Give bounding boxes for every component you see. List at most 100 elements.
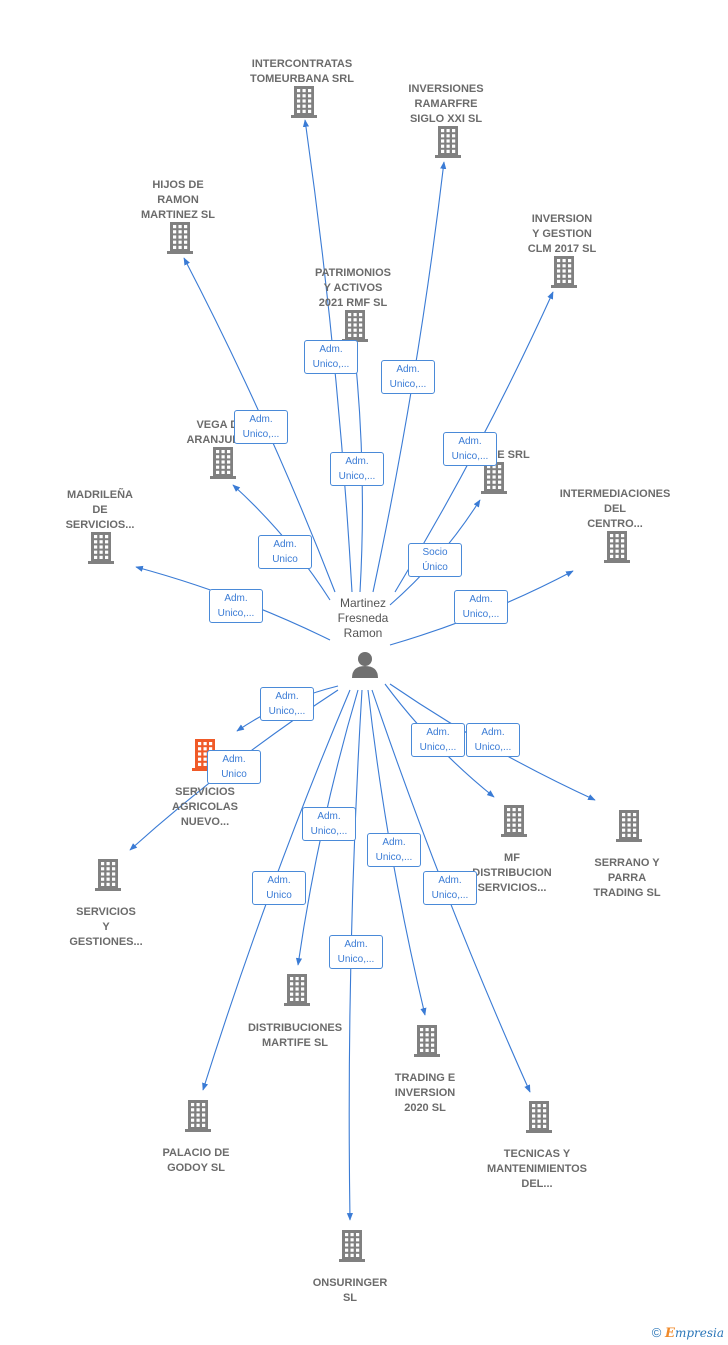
company-name-line: NUEVO... — [180, 816, 230, 828]
relation-text-line: Unico,... — [431, 890, 469, 901]
relation-text-line: Unico,... — [474, 742, 512, 753]
building-icon — [616, 810, 642, 842]
relation-text-line: Adm. — [344, 939, 368, 950]
building-icon — [501, 805, 527, 837]
relation-label-intermediaciones[interactable]: Adm.Unico,... — [454, 590, 508, 624]
relation-label-servicios-gestiones[interactable]: Adm.Unico — [207, 750, 261, 784]
company-name-line: MF — [504, 852, 520, 864]
company-name-line: RAMARFRE — [414, 98, 478, 110]
relation-text-line: Unico,... — [462, 609, 500, 620]
relation-text-line: Adm. — [396, 364, 420, 375]
building-icon — [95, 859, 121, 891]
company-name-line: Y ACTIVOS — [323, 282, 383, 294]
company-name-line: SERVICIOS — [175, 786, 235, 798]
relation-label-tecnicas-mantenimientos[interactable]: Adm. Unico,... — [423, 871, 477, 905]
company-name-line: INVERSION — [394, 1087, 456, 1099]
company-name-line: VEGA DE — [196, 419, 246, 431]
building-icon — [210, 447, 236, 479]
relation-text-line: Unico,... — [338, 471, 376, 482]
relation-text-line: Adm. — [426, 727, 450, 738]
company-name-line: INTERCONTRATAS — [251, 58, 353, 70]
relation-text-line: Adm. — [458, 436, 482, 447]
relation-text-line: Adm. — [481, 727, 505, 738]
company-name-line: GODOY SL — [167, 1162, 225, 1174]
brand-logo-e: E — [665, 1326, 675, 1341]
relation-label-onsuringer[interactable]: Adm. Unico,... — [329, 935, 383, 969]
relation-label-intercontratas[interactable]: Adm. Unico,... — [304, 340, 358, 374]
relation-text-line: Adm. — [438, 875, 462, 886]
building-icon — [291, 86, 317, 118]
company-name-line: MARTIFE SL — [262, 1037, 328, 1049]
building-icon — [185, 1100, 211, 1132]
company-name-line: MADRILEÑA — [67, 489, 133, 501]
relation-label-trading-inversion[interactable]: Adm. Unico,... — [367, 833, 421, 867]
building-icon — [167, 222, 193, 254]
relation-text-line: Adm. — [224, 593, 248, 604]
company-name-line: INVERSIONES — [408, 83, 484, 95]
relation-label-vega-aranjuez[interactable]: Adm.Unico — [258, 535, 312, 569]
relation-text-line: Adm. — [382, 837, 406, 848]
relation-text-line: Único — [422, 562, 448, 573]
company-name-line: RAMON — [157, 194, 199, 206]
company-name-line: CLM 2017 SL — [527, 243, 597, 255]
relation-label-palacio-godoy[interactable]: Adm.Unico — [252, 871, 306, 905]
company-name-line: DEL — [604, 503, 626, 515]
relation-label-inversiones-ramarfre[interactable]: Adm.Unico,... — [381, 360, 435, 394]
company-label-distribuciones-martife[interactable]: DISTRIBUCIONES MARTIFE SL — [225, 1021, 365, 1051]
company-name-line: SERVICIOS — [76, 906, 136, 918]
relation-label-madrilena[interactable]: Adm.Unico,... — [209, 589, 263, 623]
company-name-line: SERRANO Y — [594, 857, 660, 869]
company-label-inversiones-ramarfre[interactable]: INVERSIONES RAMARFRE SIGLO XXI SL — [376, 82, 516, 127]
company-name-line: GESTIONES... — [69, 936, 143, 948]
company-name-line: SERVICIOS... — [477, 882, 547, 894]
relation-text-line: Unico,... — [310, 826, 348, 837]
relation-text-line: Unico — [266, 890, 292, 901]
person-name-line: Martinez — [339, 596, 386, 610]
company-name-line: HIJOS DE — [152, 179, 204, 191]
person-name-line: Fresneda — [337, 611, 389, 625]
company-name-line: PALACIO DE — [162, 1147, 230, 1159]
company-name-line: DEL... — [521, 1178, 553, 1190]
relation-text-line: Adm. — [319, 344, 343, 355]
relation-text-line: Unico,... — [375, 852, 413, 863]
relation-label-inversion-gestion-clm[interactable]: Adm.Unico,... — [443, 432, 497, 466]
company-name-line: SIGLO XXI SL — [409, 113, 483, 125]
building-icon — [435, 126, 461, 158]
building-icon — [339, 1230, 365, 1262]
company-name-line: PARRA — [607, 872, 647, 884]
relation-text-line: Unico — [272, 554, 298, 565]
company-name-line: DISTRIBUCIONES — [247, 1022, 343, 1034]
company-label-palacio-godoy[interactable]: PALACIO DE GODOY SL — [126, 1146, 266, 1176]
relation-label-hijos-de-ramon[interactable]: Adm.Unico,... — [234, 410, 288, 444]
relation-text-line: Unico,... — [337, 954, 375, 965]
company-name-line: TRADING E — [394, 1072, 456, 1084]
relation-label-serrano-parra[interactable]: Adm. Unico,... — [466, 723, 520, 757]
relation-label-mf-distribucion[interactable]: Adm. Unico,... — [411, 723, 465, 757]
person-icon[interactable] — [352, 652, 378, 678]
relation-text-line: Unico,... — [419, 742, 457, 753]
relation-text-line: Unico,... — [312, 359, 350, 370]
relation-text-line: Unico,... — [242, 429, 280, 440]
relation-label-patrimonios-activos[interactable]: Adm.Unico,... — [330, 452, 384, 486]
relation-label-servicios-agricolas[interactable]: Adm.Unico,... — [260, 687, 314, 721]
person-name-line: Ramon — [343, 626, 383, 640]
company-name-line: ONSURINGER — [312, 1277, 388, 1289]
company-name-line: CENTRO... — [587, 518, 643, 530]
relation-label-distribuciones-martife[interactable]: Adm.Unico,... — [302, 807, 356, 841]
relation-text-line: Adm. — [275, 691, 299, 702]
